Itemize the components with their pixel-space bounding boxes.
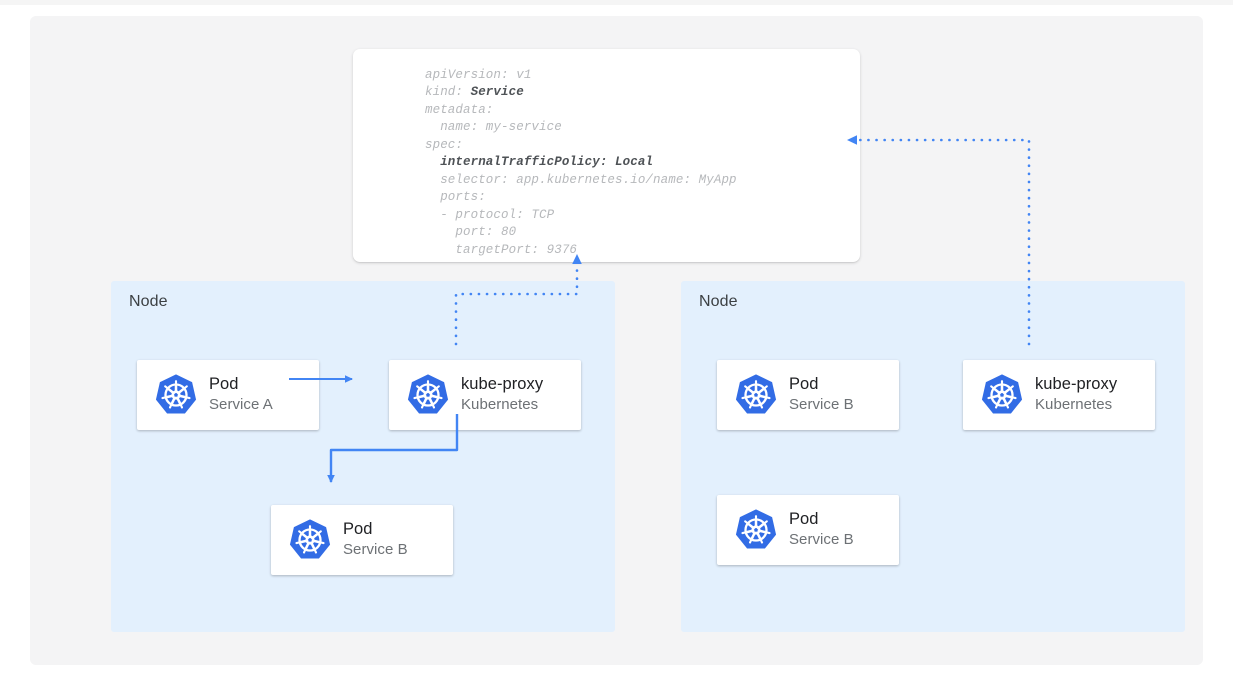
card-title: Pod xyxy=(209,375,239,394)
card-pod-service-b-left-text: Pod Service B xyxy=(343,519,408,561)
service-manifest-code: apiVersion: v1 kind: Service metadata: n… xyxy=(425,68,737,257)
card-pod-service-a-text: Pod Service A xyxy=(209,374,273,416)
card-subtitle: Service B xyxy=(789,531,854,549)
kubernetes-icon xyxy=(735,509,777,551)
card-pod-service-b-right-top[interactable]: Pod Service B xyxy=(717,360,899,430)
node-right: Node xyxy=(681,281,1185,632)
kubernetes-icon xyxy=(735,374,777,416)
card-title: Pod xyxy=(789,375,819,394)
card-kube-proxy-left-text: kube-proxy Kubernetes xyxy=(461,374,543,416)
card-title: kube-proxy xyxy=(1035,375,1118,394)
node-left-label: Node xyxy=(129,293,168,310)
kubernetes-icon xyxy=(981,374,1023,416)
card-title: Pod xyxy=(343,520,373,539)
card-pod-service-b-right-bottom-text: Pod Service B xyxy=(789,509,854,551)
card-subtitle: Kubernetes xyxy=(461,396,539,414)
diagram-canvas: apiVersion: v1 kind: Service metadata: n… xyxy=(30,16,1203,665)
card-kube-proxy-right[interactable]: kube-proxy Kubernetes xyxy=(963,360,1155,430)
card-pod-service-b-right-bottom[interactable]: Pod Service B xyxy=(717,495,899,565)
card-kube-proxy-left[interactable]: kube-proxy Kubernetes xyxy=(389,360,581,430)
card-kube-proxy-right-text: kube-proxy Kubernetes xyxy=(1035,374,1117,416)
node-right-label: Node xyxy=(699,293,738,310)
card-title: kube-proxy xyxy=(461,375,544,394)
card-pod-service-b-left[interactable]: Pod Service B xyxy=(271,505,453,575)
card-pod-service-a[interactable]: Pod Service A xyxy=(137,360,319,430)
kubernetes-icon xyxy=(289,519,331,561)
service-manifest-card: apiVersion: v1 kind: Service metadata: n… xyxy=(353,49,860,262)
card-pod-service-b-right-top-text: Pod Service B xyxy=(789,374,854,416)
card-subtitle: Kubernetes xyxy=(1035,396,1113,414)
kubernetes-icon xyxy=(155,374,197,416)
node-left: Node xyxy=(111,281,615,632)
card-title: Pod xyxy=(789,510,819,529)
kubernetes-icon xyxy=(407,374,449,416)
top-strip xyxy=(0,0,1233,5)
card-subtitle: Service B xyxy=(789,396,854,414)
card-subtitle: Service B xyxy=(343,541,408,559)
card-subtitle: Service A xyxy=(209,396,273,414)
